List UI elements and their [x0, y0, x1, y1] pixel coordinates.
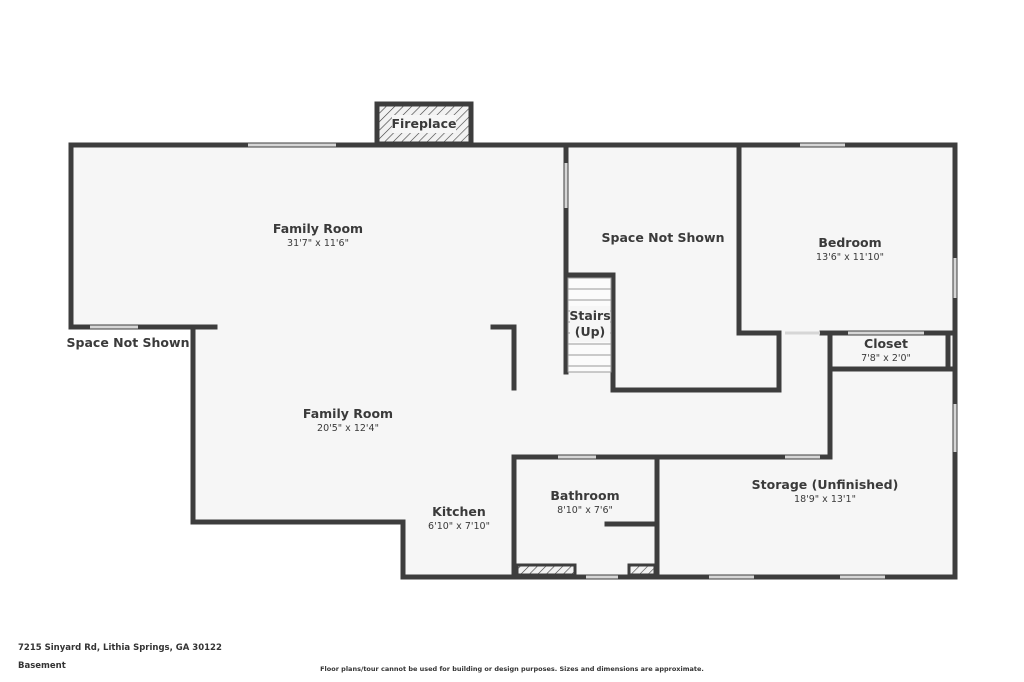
room-dims-closet: 7'8" x 2'0": [861, 353, 911, 364]
room-label-bedroom: Bedroom: [818, 235, 881, 250]
room-dims-bedroom: 13'6" x 11'10": [816, 252, 884, 263]
disclaimer-text: Floor plans/tour cannot be used for buil…: [320, 665, 704, 673]
room-label-storage: Storage (Unfinished): [752, 477, 899, 492]
room-label-kitchen: Kitchen: [432, 504, 486, 519]
bath-vanity-left: [515, 563, 577, 577]
room-label-family-upper: Family Room: [273, 221, 363, 236]
room-dims-storage: 18'9" x 13'1": [794, 494, 856, 505]
room-label-stairs: Stairs: [569, 308, 610, 323]
room-dims-kitchen: 6'10" x 7'10": [428, 521, 490, 532]
fireplace-label-bg: [392, 115, 456, 133]
outside-label-space-not-shown: Space Not Shown: [67, 335, 190, 350]
bath-vanity-right: [627, 563, 657, 577]
room-label-family-lower: Family Room: [303, 406, 393, 421]
room-label-space-not-shown: Space Not Shown: [602, 230, 725, 245]
room-label-bathroom: Bathroom: [550, 488, 619, 503]
room-label-fireplace: Fireplace: [391, 116, 456, 131]
property-address: 7215 Sinyard Rd, Lithia Springs, GA 3012…: [18, 643, 222, 653]
room-label-stairs-direction: (Up): [575, 324, 606, 339]
room-dims-family-upper: 31'7" x 11'6": [287, 238, 349, 249]
windows: [90, 143, 957, 579]
room-label-closet: Closet: [864, 336, 908, 351]
stairs-label-bg: [570, 306, 610, 342]
room-dims-family-lower: 20'5" x 12'4": [317, 423, 379, 434]
room-dims-bathroom: 8'10" x 7'6": [557, 505, 613, 516]
floor-level-label: Basement: [18, 661, 66, 671]
